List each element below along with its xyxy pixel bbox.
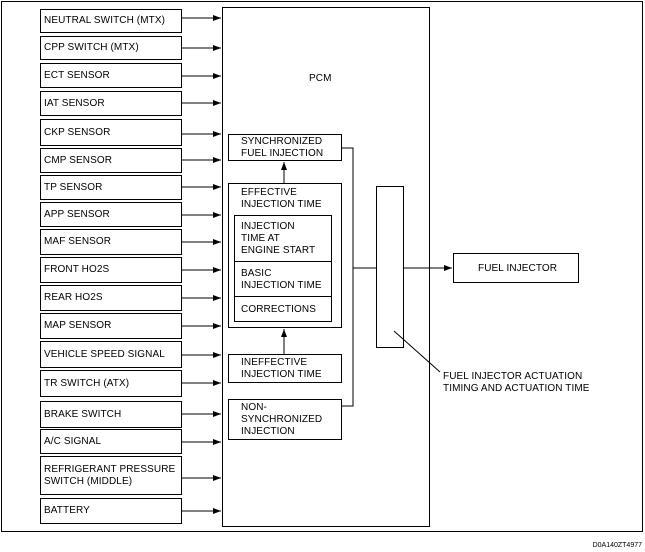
input-label: CKP SENSOR [44,126,111,138]
fuel-injector-box: FUEL INJECTOR [453,253,579,283]
input-label: BRAKE SWITCH [44,408,122,420]
input-label: TP SENSOR [44,181,103,193]
non-synchronized-injection-box: NON- SYNCHRONIZED INJECTION [228,399,342,440]
fuel-injector-label: FUEL INJECTOR [478,263,558,274]
input-map-sensor: MAP SENSOR [40,313,182,339]
synchronized-bracket-line [342,147,354,407]
figure-code: D0A140ZT4977 [592,542,642,549]
effective-injection-time-label: EFFECTIVE INJECTION TIME [241,187,322,210]
input-rear-ho2s: REAR HO2S [40,285,182,311]
input-label: BATTERY [44,505,90,516]
callout-leader-line [393,330,441,373]
input-label: A/C SIGNAL [44,435,102,447]
input-label: REAR HO2S [44,292,103,303]
input-maf-sensor: MAF SENSOR [40,229,182,255]
input-iat-sensor: IAT SENSOR [40,91,182,116]
input-refrigerant-pressure-switch: REFRIGERANT PRESSURE SWITCH (MIDDLE) [40,456,182,495]
ineffective-injection-time-label: INEFFECTIVE INJECTION TIME [241,357,322,380]
actuation-callout-label: FUEL INJECTOR ACTUATION TIMING AND ACTUA… [443,371,590,394]
input-vehicle-speed-signal: VEHICLE SPEED SIGNAL [40,341,182,368]
input-ac-signal: A/C SIGNAL [40,429,182,454]
input-neutral-switch: NEUTRAL SWITCH (MTX) [40,9,182,33]
engine-start-label: INJECTION TIME AT ENGINE START [241,221,316,256]
input-label: IAT SENSOR [44,97,105,109]
input-label: ECT SENSOR [44,69,110,81]
diagram-frame [1,1,643,532]
input-label: FRONT HO2S [44,264,110,275]
input-label: CMP SENSOR [44,154,113,166]
input-ckp-sensor: CKP SENSOR [40,119,182,146]
input-battery: BATTERY [40,498,182,524]
input-tp-sensor: TP SENSOR [40,175,182,200]
synchronized-injection-box: SYNCHRONIZED FUEL INJECTION [228,134,342,161]
input-label: NEUTRAL SWITCH (MTX) [44,15,166,26]
basic-injection-time-box: BASIC INJECTION TIME [234,261,332,297]
input-label: VEHICLE SPEED SIGNAL [44,348,165,360]
input-label: MAF SENSOR [44,236,112,247]
basic-injection-time-label: BASIC INJECTION TIME [241,268,322,291]
ineffective-injection-time-box: INEFFECTIVE INJECTION TIME [228,354,342,383]
corrections-box: CORRECTIONS [234,296,332,322]
input-ect-sensor: ECT SENSOR [40,63,182,88]
input-label: APP SENSOR [44,208,110,220]
input-brake-switch: BRAKE SWITCH [40,401,182,428]
corrections-label: CORRECTIONS [241,304,316,315]
input-front-ho2s: FRONT HO2S [40,257,182,283]
input-app-sensor: APP SENSOR [40,202,182,227]
input-label: REFRIGERANT PRESSURE SWITCH (MIDDLE) [44,463,176,487]
input-label: CPP SWITCH (MTX) [44,42,139,53]
input-tr-switch: TR SWITCH (ATX) [40,370,182,397]
input-cpp-switch: CPP SWITCH (MTX) [40,36,182,60]
input-label: MAP SENSOR [44,320,112,331]
non-synchronized-injection-label: NON- SYNCHRONIZED INJECTION [241,402,323,437]
pcm-title: PCM [309,73,332,84]
input-cmp-sensor: CMP SENSOR [40,148,182,173]
synchronized-injection-label: SYNCHRONIZED FUEL INJECTION [241,136,324,159]
input-label: TR SWITCH (ATX) [44,377,130,389]
actuation-timing-bar [376,186,404,348]
